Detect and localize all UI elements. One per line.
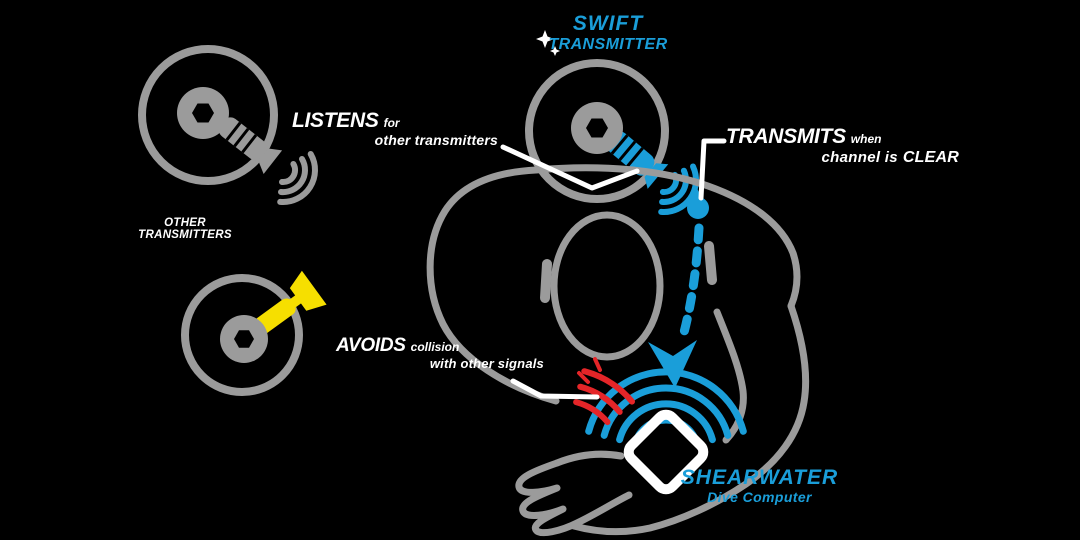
listens-line2: other transmitters [374, 131, 498, 148]
swift-subtitle: TRANSMITTER [548, 35, 668, 53]
swift-transmitter-figure [525, 59, 709, 219]
shearwater-label: SHEARWATER Dive Computer [672, 466, 847, 505]
transmits-suffix: when [850, 132, 882, 146]
other-transmitters-line1: OTHER [164, 217, 206, 229]
sparkle-icon [536, 30, 560, 56]
interference-signal-icon [573, 357, 635, 426]
avoids-keyword: AVOIDS [336, 335, 406, 356]
transmits-line2-keyword: CLEAR [902, 148, 959, 166]
diver-arm-outer [570, 302, 810, 536]
dive-computer-icon [623, 409, 709, 495]
listens-keyword: LISTENS [292, 109, 379, 132]
swift-transmitter-label: SWIFT TRANSMITTER [508, 12, 708, 53]
transmits-keyword: TRANSMITS [726, 125, 846, 148]
shearwater-subtitle: Dive Computer [707, 488, 812, 505]
avoids-line2: with other signals [429, 355, 544, 371]
pointer-lines [500, 138, 727, 400]
listens-label: LISTENS for other transmitters [292, 109, 498, 148]
avoids-label: AVOIDS collision with other signals [336, 335, 544, 371]
avoids-suffix: collision [410, 340, 460, 354]
diver-figure [426, 164, 810, 537]
other-transmitters-line2: TRANSMITTERS [138, 229, 232, 242]
gray-signal-arcs-icon [277, 151, 318, 205]
gray-transmitter-figure [138, 45, 318, 205]
transmits-line2-prefix: channel is [821, 148, 898, 166]
diver-arm-inner [713, 308, 747, 444]
wrist-area [573, 357, 747, 495]
listens-pointer-line [500, 144, 640, 191]
dashed-signal-arrow [648, 223, 704, 388]
yellow-transmitter-device-icon [253, 270, 327, 335]
yellow-transmitter-figure [181, 270, 327, 396]
avoids-pointer-line [510, 378, 600, 400]
diver-head [550, 211, 664, 361]
swift-title: SWIFT [572, 12, 644, 35]
other-transmitters-label: OTHER TRANSMITTERS [118, 217, 252, 242]
listens-suffix: for [383, 116, 400, 130]
shearwater-title: SHEARWATER [680, 466, 839, 489]
transmits-pointer-line [698, 138, 727, 201]
diver-fingers [515, 459, 633, 537]
diver-hand-top [553, 450, 625, 467]
gray-transmitter-device-icon [218, 117, 283, 174]
